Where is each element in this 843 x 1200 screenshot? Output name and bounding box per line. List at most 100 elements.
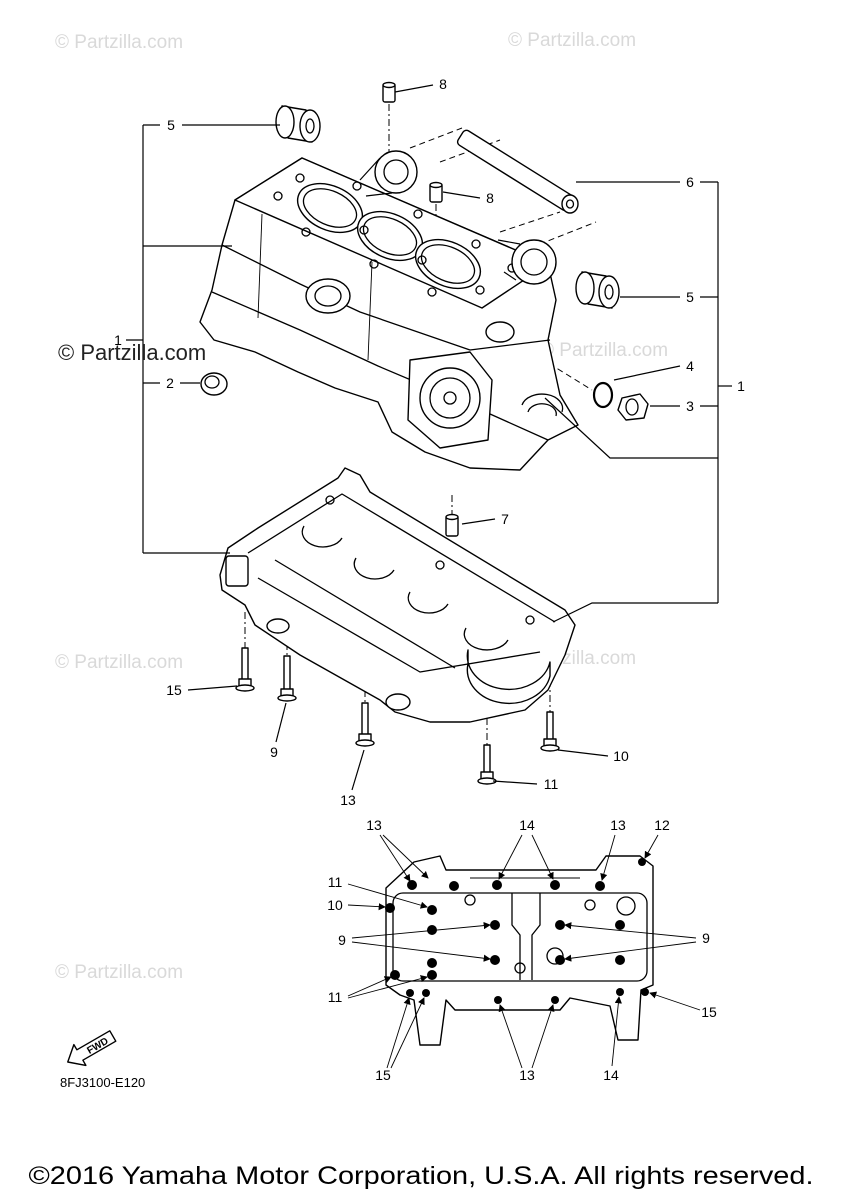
callout-13: 13 (366, 817, 382, 833)
bolt-shank (241, 647, 249, 681)
lower-crankcase-body (219, 467, 576, 723)
oil-pan-flange (392, 892, 648, 982)
leader-line (531, 1004, 555, 1069)
callout-11: 11 (544, 776, 559, 792)
leader-line (613, 365, 681, 381)
mount-arm (503, 271, 517, 281)
boss-ring (464, 894, 476, 906)
callout-8: 8 (486, 190, 494, 206)
bolt-flange (235, 684, 255, 692)
upper-crankcase (199, 150, 579, 471)
bolt-hole (352, 181, 362, 191)
bolt-hole (359, 225, 369, 235)
main-journal (407, 591, 449, 614)
bolt-9 (277, 655, 297, 702)
boss-ring (616, 896, 636, 916)
dowel-pin-top (382, 81, 396, 103)
o-ring-shape (592, 381, 614, 409)
bushing-hole (604, 284, 614, 300)
bolt-location (615, 955, 625, 965)
bolt-hole (435, 560, 445, 570)
leader-line (351, 749, 365, 791)
bolt-location (641, 988, 649, 996)
mount-ring (374, 150, 418, 194)
pump-cover-inner (429, 377, 471, 419)
bolt-location (555, 920, 565, 930)
plug-body (200, 372, 228, 396)
callout-15: 15 (375, 1067, 391, 1083)
case-parting-flange (211, 291, 549, 441)
bolt-hole (417, 255, 427, 265)
oil-filter-boss (305, 278, 351, 314)
watermark: © Partzilla.com (55, 32, 183, 53)
bolt-hole (413, 209, 423, 219)
callout-5: 5 (686, 289, 694, 305)
bushing-end (575, 271, 595, 305)
leader-line (351, 941, 491, 962)
leader-line (461, 518, 496, 525)
mount-ring-hole (520, 248, 548, 276)
bolt-location (490, 955, 500, 965)
plug-left (200, 372, 228, 396)
bolt-location (422, 989, 430, 997)
leader-line (347, 883, 428, 909)
leader-line (347, 976, 392, 997)
mount-arm (365, 192, 393, 197)
bolt-hole (525, 615, 535, 625)
copyright-notice: ©2016 Yamaha Motor Corporation, U.S.A. A… (29, 1162, 814, 1190)
bolt-location (615, 920, 625, 930)
mount-bushing-right (575, 271, 620, 309)
callout-12: 12 (654, 817, 670, 833)
crank-journal-inner (527, 403, 557, 417)
bolt-hole (427, 287, 437, 297)
watermark: © Partzilla.com (55, 962, 183, 983)
bolt-shank (283, 655, 291, 691)
collar-hole (565, 199, 575, 209)
dowel-end (445, 513, 459, 521)
main-journal (463, 627, 509, 651)
bolt-location (550, 880, 560, 890)
fwd-label: FWD (85, 1036, 110, 1057)
leader-line (557, 749, 609, 757)
callout-1: 1 (114, 332, 122, 348)
callout-11: 11 (328, 874, 343, 890)
lower-case-flange (247, 493, 556, 623)
leader-lines-upper (126, 84, 732, 791)
cylinder-skirt-line (257, 213, 263, 319)
deck-bolt-holes (273, 173, 517, 297)
callout-14: 14 (603, 1067, 619, 1083)
leader-line (390, 997, 425, 1069)
o-ring (592, 381, 614, 409)
callout-11: 11 (328, 989, 343, 1005)
bushing-face (598, 275, 620, 309)
bolt-flange (355, 739, 375, 747)
bolt-location (638, 858, 646, 866)
leader-line (611, 996, 622, 1067)
mount-lug (266, 618, 290, 634)
bushing-face (299, 109, 321, 143)
callout-9: 9 (270, 744, 278, 760)
callout-8: 8 (439, 76, 447, 92)
lower-case-rail (257, 577, 541, 673)
plug-face (625, 398, 639, 416)
main-journal (353, 557, 395, 580)
watermark-dark: © Partzilla.com (58, 340, 206, 365)
bolt-location (490, 920, 500, 930)
leader-line (386, 997, 411, 1069)
callout-9: 9 (702, 930, 710, 946)
bushing-hole (305, 118, 315, 134)
bolt-13 (355, 702, 375, 747)
leader-line (347, 975, 428, 999)
front-bearing-cradle (466, 649, 551, 705)
callout-13: 13 (610, 817, 626, 833)
leader-line (564, 941, 697, 962)
bolt-locations (385, 858, 649, 1004)
leader-line (498, 1004, 523, 1069)
bolt-hole (475, 285, 485, 295)
leader-line (644, 834, 659, 859)
bolt-flange (277, 694, 297, 702)
case-boss (485, 321, 515, 343)
bolt-hole (273, 191, 283, 201)
bolt-location (385, 903, 395, 913)
fwd-arrow-icon (67, 1030, 117, 1067)
